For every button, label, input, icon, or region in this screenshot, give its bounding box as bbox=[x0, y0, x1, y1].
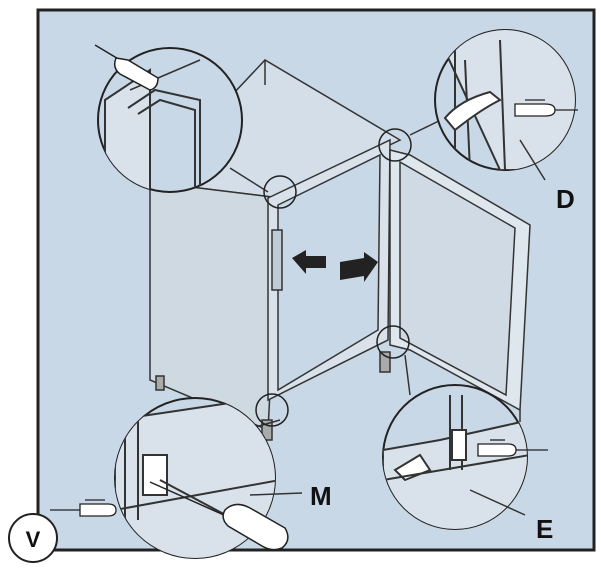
screwdriver-icon bbox=[149, 481, 289, 551]
label-v: V bbox=[26, 527, 41, 552]
appliance-door bbox=[389, 149, 531, 422]
screwdriver-icon bbox=[94, 44, 159, 91]
leader-m bbox=[249, 492, 303, 496]
callout-top-left bbox=[94, 44, 243, 193]
hinge-markers bbox=[255, 128, 412, 427]
leader-d bbox=[519, 139, 546, 181]
label-d: D bbox=[556, 184, 575, 214]
hand-icon bbox=[477, 439, 548, 457]
callout-top-right bbox=[434, 29, 578, 171]
appliance-cabinet bbox=[148, 59, 402, 441]
label-e: E bbox=[536, 514, 553, 544]
leader-e bbox=[469, 489, 526, 516]
label-v-badge: V bbox=[8, 513, 58, 563]
callout-bottom-left bbox=[50, 397, 289, 559]
label-m: M bbox=[310, 481, 332, 511]
callout-bottom-right bbox=[382, 384, 548, 530]
hand-icon bbox=[514, 99, 578, 117]
hand-icon bbox=[50, 499, 117, 517]
double-arrow-icon bbox=[292, 250, 378, 282]
